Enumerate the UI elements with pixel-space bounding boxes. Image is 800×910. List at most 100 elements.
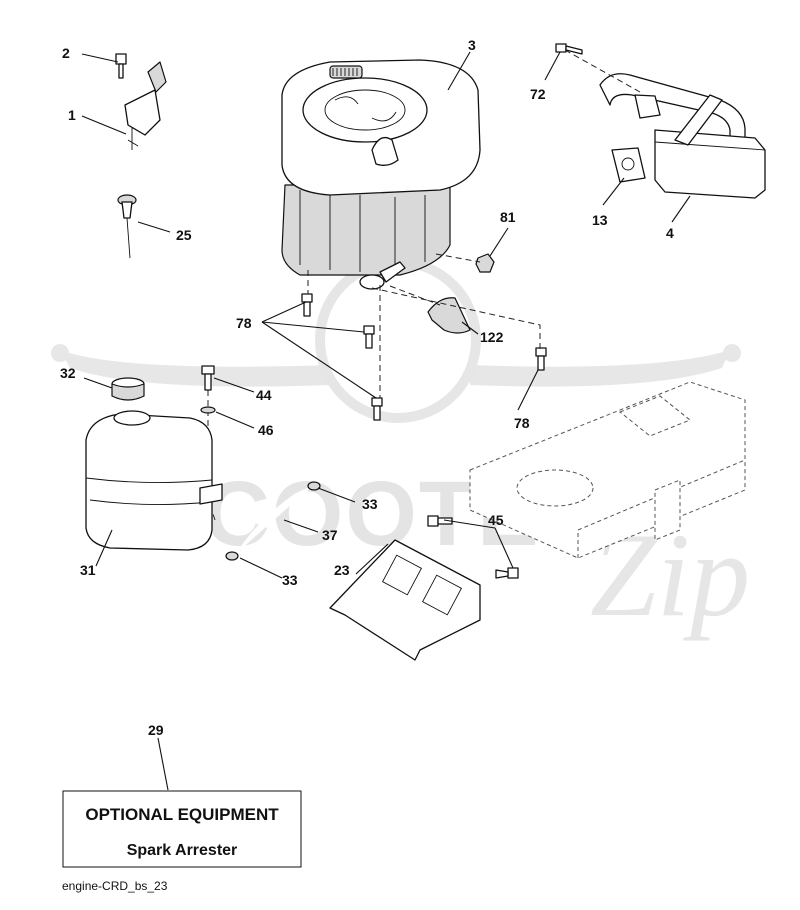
engine-fan-vanes	[334, 96, 397, 122]
bracket-plate-window-a	[381, 554, 423, 596]
dipstick-part	[117, 194, 137, 259]
screw-2-head	[115, 53, 127, 65]
bolt-78-a-shank	[303, 301, 311, 317]
callout-33-upper: 33	[362, 496, 378, 512]
heat-shield-122	[427, 297, 471, 334]
callout-81: 81	[500, 209, 516, 225]
callout-45: 45	[488, 512, 504, 528]
bolt-72-head	[555, 43, 567, 53]
bolt-72-shank	[565, 45, 583, 55]
bolt-45-a-head	[427, 515, 439, 527]
callout-13: 13	[592, 212, 608, 228]
bolt-78-d-shank	[537, 355, 545, 371]
fuel-tank-body	[85, 413, 213, 551]
callout-46: 46	[258, 422, 274, 438]
nut-81	[475, 253, 495, 273]
fuel-tank-part	[85, 410, 223, 551]
engine-block-fins	[299, 190, 426, 272]
engine-grille-slats	[332, 68, 358, 76]
frame-plate-hole	[516, 469, 594, 507]
frame-plate	[469, 381, 746, 559]
optional-equipment-box: OPTIONAL EQUIPMENT Spark Arrester	[62, 790, 302, 868]
callout-4: 4	[666, 225, 674, 241]
optional-equipment-subtitle: Spark Arrester	[127, 842, 238, 859]
engine-part	[281, 59, 481, 290]
fuel-cap-part	[111, 377, 145, 401]
callout-37: 37	[322, 527, 338, 543]
callout-3: 3	[468, 37, 476, 53]
throttle-bracket-part	[115, 53, 167, 150]
callout-32: 32	[60, 365, 76, 381]
engine-mount-tab	[379, 261, 406, 283]
diagram-reference: engine-CRD_bs_23	[62, 879, 168, 893]
callout-44: 44	[256, 387, 272, 403]
fuel-tank-seam-lower	[89, 499, 211, 506]
callout-25: 25	[176, 227, 192, 243]
clamp-33-upper	[307, 481, 321, 491]
throttle-bracket	[124, 89, 161, 136]
watermark-right-ball	[723, 344, 741, 362]
bracket-plate-part	[329, 539, 481, 661]
bolt-78-b-shank	[365, 333, 373, 349]
bolt-78-c-shank	[373, 405, 381, 421]
callout-78-right: 78	[514, 415, 530, 431]
bracket-plate-23	[329, 539, 481, 661]
bolt-78-c-head	[371, 397, 383, 407]
callout-1: 1	[68, 107, 76, 123]
throttle-cable-end	[127, 128, 139, 150]
bolt-45-a-shank	[437, 517, 453, 525]
clamp-33-lower	[225, 551, 239, 561]
screw-44-part	[201, 365, 215, 391]
exhaust-gasket-part	[611, 147, 646, 183]
watermark-left-ball	[51, 344, 69, 362]
callout-33-lower: 33	[282, 572, 298, 588]
fuel-line-part	[225, 481, 321, 561]
bolts-45	[427, 515, 519, 579]
bolts-78	[301, 293, 547, 421]
leader-lines	[81, 51, 691, 791]
optional-equipment-title: OPTIONAL EQUIPMENT	[85, 805, 279, 824]
callout-29: 29	[148, 722, 164, 738]
fuel-cap-side	[111, 383, 145, 401]
bolt-72-part	[555, 43, 583, 55]
optional-equipment-border	[62, 790, 302, 868]
fuel-tank-bracket	[199, 483, 223, 505]
exhaust-flange	[634, 94, 661, 119]
callout-23: 23	[334, 562, 350, 578]
bolt-45-b-head	[507, 567, 519, 579]
bolt-45-b-shank	[495, 569, 509, 579]
screw-44-head	[201, 365, 215, 375]
engine-fan-cover	[302, 77, 428, 143]
dipstick-rod	[126, 217, 131, 259]
bolt-78-d-head	[535, 347, 547, 357]
callout-72: 72	[530, 86, 546, 102]
engine-block	[281, 184, 451, 276]
screw-2-shank	[118, 63, 124, 79]
callout-122: 122	[480, 329, 504, 345]
callout-31: 31	[80, 562, 96, 578]
muffler-body	[654, 129, 766, 199]
muffler-bracket	[674, 94, 723, 146]
muffler-part	[599, 73, 766, 199]
engine-crankshaft	[359, 274, 385, 290]
screw-44-shank	[204, 373, 212, 391]
engine-fan-inner	[324, 89, 406, 131]
bolt-78-a-head	[301, 293, 313, 303]
engine-grille	[329, 65, 363, 79]
fuel-tank-seam	[85, 477, 213, 484]
throttle-lever	[147, 61, 167, 93]
exhaust-gasket	[611, 147, 646, 183]
watermark-left-arm	[60, 350, 330, 387]
bracket-plate-window-b	[421, 574, 463, 616]
fuel-tank-neck	[113, 410, 151, 426]
bolt-78-b-head	[363, 325, 375, 335]
callout-2: 2	[62, 45, 70, 61]
watermark-ring	[315, 257, 481, 423]
callout-labels: 2 1 3 72 4 13 81 25 78 122 78 32 44 46 3…	[60, 37, 674, 738]
callout-78-left: 78	[236, 315, 252, 331]
exhaust-gasket-hole	[621, 157, 635, 171]
engine-oil-fill-cap	[371, 136, 399, 166]
dipstick-grip	[121, 201, 133, 219]
watermark-right-arm	[470, 350, 730, 387]
